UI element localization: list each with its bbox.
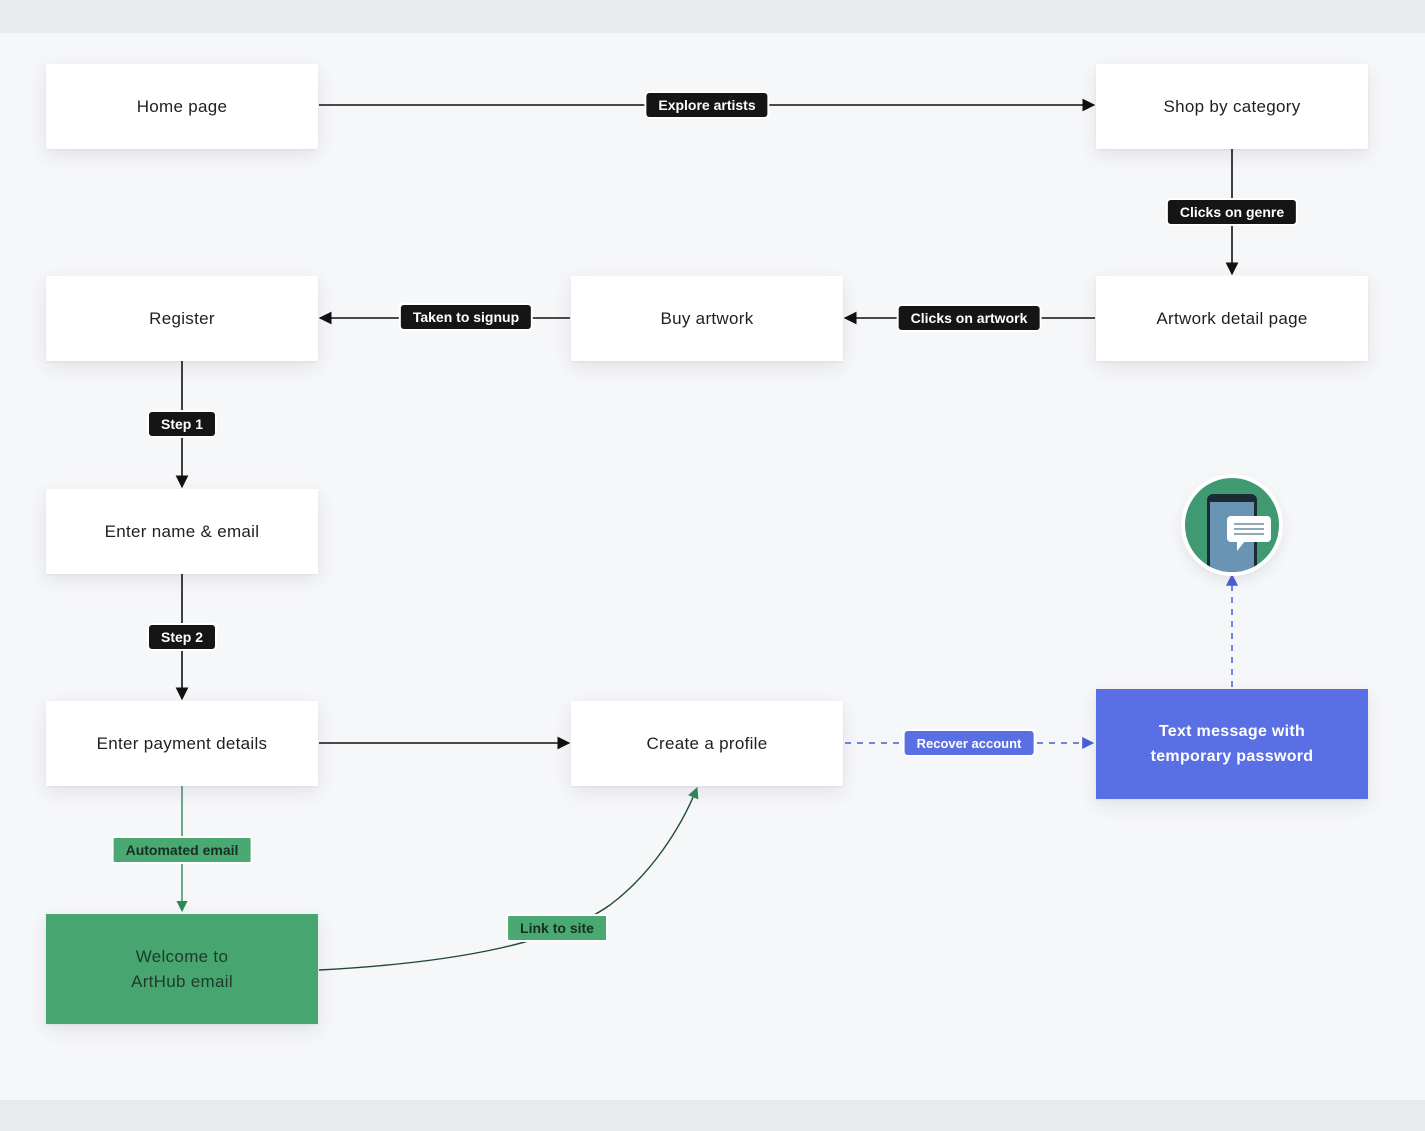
node-welcome-email: Welcome to ArtHub email (46, 914, 318, 1024)
node-text-message-label: Text message with temporary password (1150, 723, 1314, 765)
node-buy-artwork: Buy artwork (571, 276, 843, 361)
node-shop-by-category: Shop by category (1096, 64, 1368, 149)
phone-message-graphic (1207, 494, 1271, 572)
label-taken-to-signup: Taken to signup (400, 305, 532, 329)
label-automated-email: Automated email (113, 838, 251, 862)
label-step-2: Step 2 (148, 625, 216, 649)
node-register-label: Register (149, 309, 215, 328)
node-enter-payment-details-label: Enter payment details (96, 734, 268, 753)
node-enter-payment-details: Enter payment details (46, 701, 318, 786)
label-clicks-on-artwork: Clicks on artwork (898, 306, 1040, 330)
edge-welcome-to-profile (318, 786, 699, 971)
node-home-page: Home page (46, 64, 318, 149)
node-enter-name-email: Enter name & email (46, 489, 318, 574)
node-enter-name-email-label: Enter name & email (104, 522, 260, 541)
node-artwork-detail-page: Artwork detail page (1096, 276, 1368, 361)
node-text-message: Text message with temporary password (1096, 689, 1368, 799)
label-step-1: Step 1 (148, 412, 216, 436)
label-explore-artists: Explore artists (646, 93, 768, 117)
node-register: Register (46, 276, 318, 361)
label-link-to-site: Link to site (508, 916, 606, 940)
node-create-profile: Create a profile (571, 701, 843, 786)
node-create-profile-label: Create a profile (646, 734, 768, 753)
label-recover-account: Recover account (904, 731, 1034, 755)
label-clicks-on-genre: Clicks on genre (1167, 200, 1297, 224)
node-buy-artwork-label: Buy artwork (660, 309, 754, 328)
node-artwork-detail-page-label: Artwork detail page (1156, 309, 1308, 328)
node-shop-by-category-label: Shop by category (1163, 97, 1301, 116)
node-home-page-label: Home page (136, 97, 228, 116)
node-welcome-email-label: Welcome to ArtHub email (131, 947, 233, 991)
phone-message-icon (1185, 478, 1279, 572)
